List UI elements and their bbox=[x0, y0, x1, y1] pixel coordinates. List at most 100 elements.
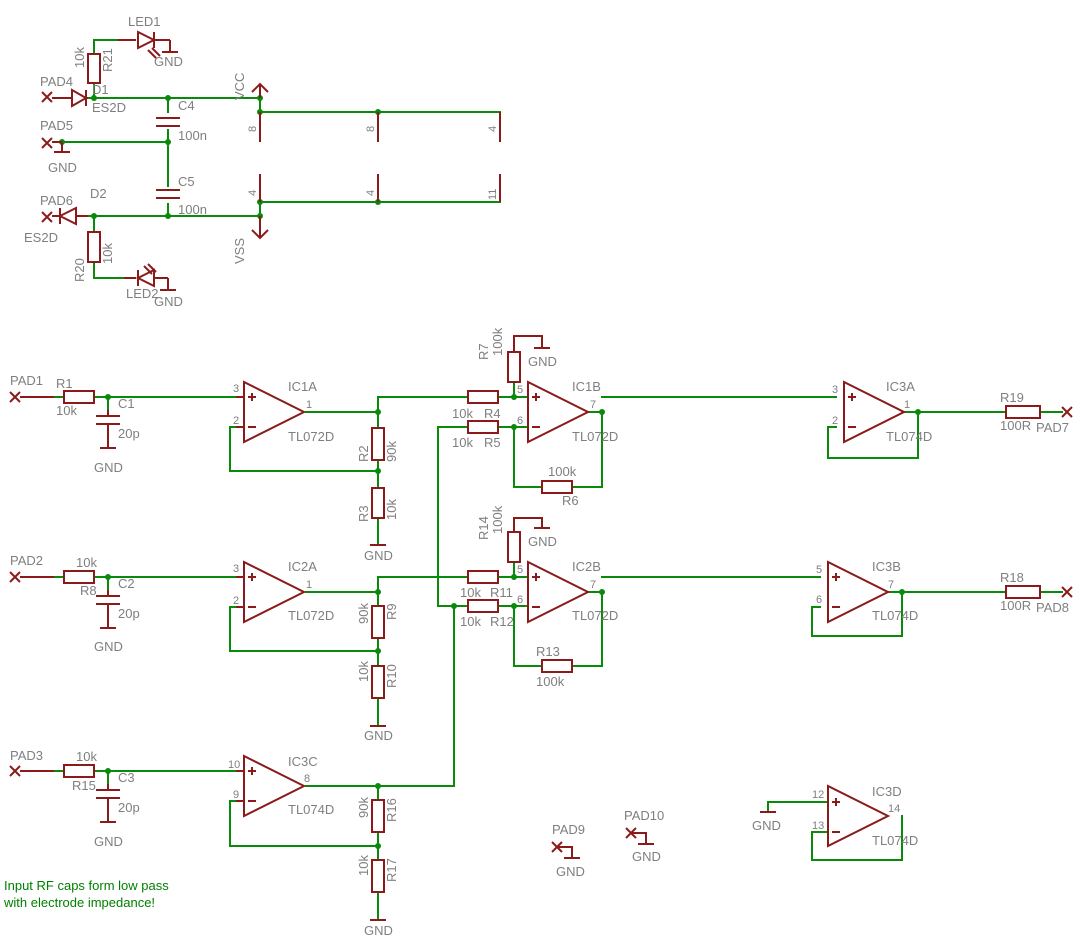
r20-label: R20 bbox=[72, 258, 87, 282]
led1-light-icon bbox=[147, 47, 161, 59]
opamp-ic3a-icon bbox=[843, 380, 907, 444]
pin-label: 3 bbox=[832, 384, 838, 396]
ic3b-label: IC3B bbox=[872, 559, 901, 574]
pad2-icon bbox=[9, 571, 54, 583]
pin-label: 2 bbox=[233, 415, 239, 427]
ic3b-value: TL074D bbox=[872, 608, 918, 623]
pad10-label: PAD10 bbox=[624, 808, 664, 823]
resistor-r7-icon bbox=[507, 351, 521, 383]
r5-label: R5 bbox=[484, 435, 501, 450]
resistor-r6-icon bbox=[541, 480, 573, 494]
led1-icon bbox=[118, 30, 178, 53]
design-note: Input RF caps form low pass with electro… bbox=[3, 878, 169, 910]
pin-label: 8 bbox=[247, 126, 259, 132]
ic1b-label: IC1B bbox=[572, 379, 601, 394]
pin-label: 5 bbox=[816, 564, 822, 576]
opamp-ic1a-icon bbox=[236, 380, 307, 444]
resistor-r21-icon bbox=[87, 53, 101, 84]
c4-label: C4 bbox=[178, 98, 195, 113]
r14-value: 100k bbox=[490, 505, 505, 534]
r14-label: R14 bbox=[476, 516, 491, 540]
resistor-r1-icon bbox=[63, 390, 95, 404]
d2-label: D2 bbox=[90, 186, 107, 201]
ic2a-label: IC2A bbox=[288, 559, 317, 574]
ic1a-label: IC1A bbox=[288, 379, 317, 394]
r19-value: 100R bbox=[1000, 418, 1031, 433]
c5-value: 100n bbox=[178, 202, 207, 217]
pin-label: 6 bbox=[517, 594, 523, 606]
opamp-polarity-icon bbox=[532, 393, 540, 428]
pad4-icon bbox=[41, 91, 53, 103]
r4-value: 10k bbox=[452, 406, 473, 421]
opamp-polarity-icon bbox=[532, 573, 540, 608]
pad10-icon bbox=[625, 827, 654, 845]
ic3d-label: IC3D bbox=[872, 784, 902, 799]
c2-label: C2 bbox=[118, 576, 135, 591]
pad9-icon bbox=[551, 841, 580, 859]
gnd-label: GND bbox=[94, 834, 123, 849]
r16-value: 90k bbox=[356, 797, 371, 818]
r20-value: 10k bbox=[100, 243, 115, 264]
pad6-icon bbox=[41, 211, 53, 223]
r18-value: 100R bbox=[1000, 598, 1031, 613]
channel-2-input: PAD2 10k R8 C2 20p GND 3 2 1 IC2A TL072D… bbox=[9, 553, 529, 743]
r1-label: R1 bbox=[56, 376, 73, 391]
diff-amp-ic2b: 10k R11 10k R12 R14 100k GND 5 6 7 IC2B … bbox=[377, 505, 903, 787]
ic1a-value: TL072D bbox=[288, 429, 334, 444]
c3-label: C3 bbox=[118, 770, 135, 785]
resistor-r8-icon bbox=[63, 570, 95, 584]
ic3a-label: IC3A bbox=[886, 379, 915, 394]
pin-label: 1 bbox=[904, 399, 910, 411]
resistor-r3-icon bbox=[371, 487, 385, 519]
capacitor-c5-icon bbox=[156, 189, 180, 199]
c1-value: 20p bbox=[118, 426, 140, 441]
pin-label: 1 bbox=[306, 579, 312, 591]
pin-label: 14 bbox=[888, 803, 900, 815]
resistor-r15-icon bbox=[63, 764, 95, 778]
gnd-label: GND bbox=[632, 849, 661, 864]
note-line-1: Input RF caps form low pass bbox=[4, 878, 169, 893]
led1-label: LED1 bbox=[128, 14, 161, 29]
ic1b-value: TL072D bbox=[572, 429, 618, 444]
capacitor-c1-icon bbox=[96, 410, 120, 449]
r17-label: R17 bbox=[384, 858, 399, 882]
gnd-label: GND bbox=[528, 354, 557, 369]
pin-label: 1 bbox=[306, 399, 312, 411]
resistor-r12-icon bbox=[467, 599, 499, 613]
ic2a-value: TL072D bbox=[288, 608, 334, 623]
r3-label: R3 bbox=[356, 505, 371, 522]
d1-label: D1 bbox=[92, 82, 109, 97]
gnd-label: GND bbox=[154, 54, 183, 69]
led2-icon bbox=[124, 268, 176, 291]
pin-label: 7 bbox=[590, 399, 596, 411]
opamp-polarity-icon bbox=[248, 393, 256, 428]
ic3a-value: TL074D bbox=[886, 429, 932, 444]
c2-value: 20p bbox=[118, 606, 140, 621]
r4-label: R4 bbox=[484, 406, 501, 421]
led2-light-icon bbox=[143, 263, 157, 275]
diode-d1-icon bbox=[52, 88, 89, 108]
resistor-r13-icon bbox=[541, 659, 573, 673]
pin-label: 13 bbox=[812, 820, 824, 832]
pad6-label: PAD6 bbox=[40, 193, 73, 208]
pad1-label: PAD1 bbox=[10, 373, 43, 388]
opamp-ic3d-icon bbox=[827, 784, 891, 848]
opamp-polarity-icon bbox=[832, 798, 840, 833]
opamp-polarity-icon bbox=[248, 573, 256, 608]
r8-value: 10k bbox=[76, 555, 97, 570]
r15-value: 10k bbox=[76, 749, 97, 764]
pin-label: 12 bbox=[812, 789, 824, 801]
r1-value: 10k bbox=[56, 403, 77, 418]
r2-label: R2 bbox=[356, 445, 371, 462]
gnd-label: GND bbox=[94, 460, 123, 475]
pin-label: 3 bbox=[233, 383, 239, 395]
pin-label: 7 bbox=[888, 579, 894, 591]
r7-value: 100k bbox=[490, 327, 505, 356]
gnd-label: GND bbox=[154, 294, 183, 309]
led2-label: LED2 bbox=[126, 286, 159, 301]
vcc-label: VCC bbox=[232, 73, 247, 100]
pad1-icon bbox=[9, 391, 54, 403]
ic3d-value: TL074D bbox=[872, 833, 918, 848]
ic2b-label: IC2B bbox=[572, 559, 601, 574]
